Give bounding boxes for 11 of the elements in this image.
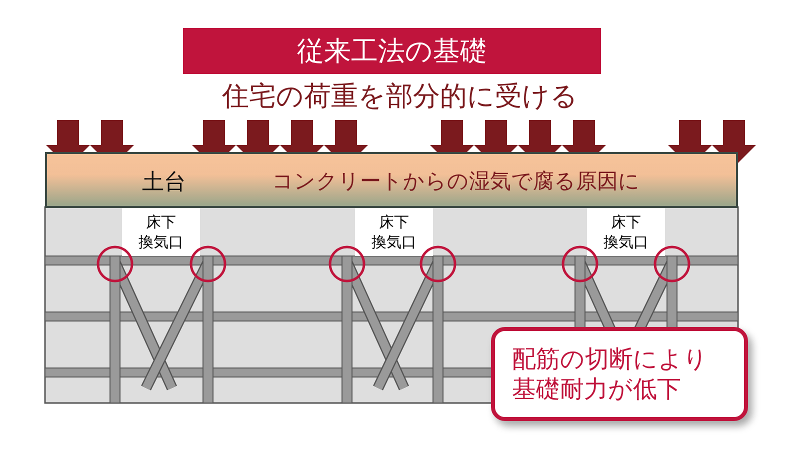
callout-box [491,327,748,421]
title-text: 従来工法の基礎 [297,35,487,69]
title-banner [183,28,601,74]
subtitle-text: 住宅の荷重を部分的に受ける [222,81,578,112]
sill-label: 土台 [142,169,186,197]
vent-text: 床下換気口 [138,212,184,252]
sill-band [45,152,738,208]
caption-text: コンクリートからの湿気で腐る原因に [272,168,640,195]
callout-text: 配筋の切断により基礎耐力が低下 [512,344,709,404]
vent-text: 床下換気口 [602,212,650,252]
vent-text: 床下換気口 [370,212,418,252]
